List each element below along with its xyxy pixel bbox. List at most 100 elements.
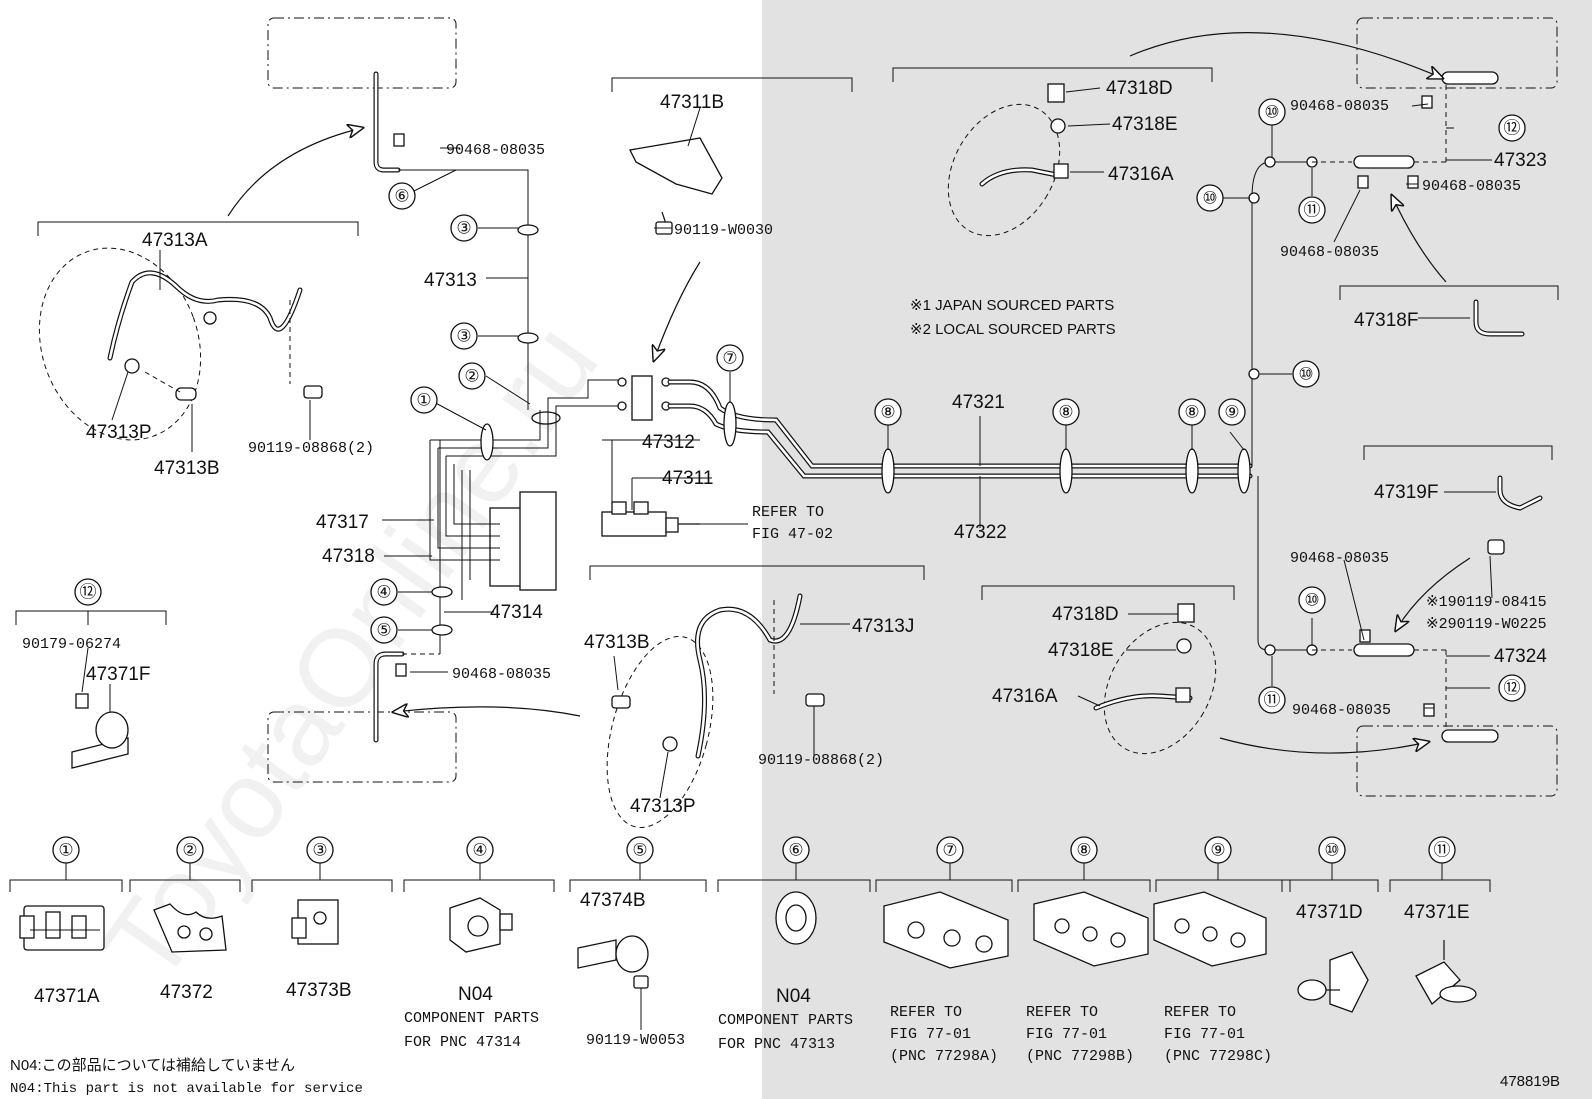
clamp-7-drawing: [883, 891, 1009, 969]
hose-47313J-sketch: [606, 593, 825, 828]
clamp-7-ref1: REFER TO: [890, 1004, 962, 1021]
label-47314: 47314: [490, 602, 543, 623]
ref-10a: ⑩: [1264, 103, 1279, 122]
clamp-1-ellipse: [480, 423, 494, 461]
frame-top-left: [267, 17, 457, 89]
clamp-2-number: ②: [182, 841, 197, 860]
label-47324: 47324: [1494, 646, 1547, 667]
label-90119-08868-left: 90119-08868(2): [248, 440, 374, 457]
label-90119-W0030: 90119-W0030: [674, 222, 773, 239]
clamp-8-ref1: REFER TO: [1026, 1004, 1098, 1021]
ref-12c: ⑫: [80, 583, 97, 602]
ref-7: ⑦: [722, 349, 737, 368]
label-47318: 47318: [322, 546, 375, 567]
label-47321: 47321: [952, 392, 1005, 413]
circle-refs: ⑥ ③ ③ ② ① ④ ⑤ ⑦ ⑧ ⑧ ⑧ ⑨ ⑩ ⑩ ⑪ ⑫ ⑩ ⑩ ⑪ ⑫ …: [74, 98, 1526, 714]
hose-47324: [1353, 643, 1415, 657]
clamp-4-drawing: [449, 897, 513, 953]
clamp-4-part: N04: [458, 984, 493, 1005]
clamp-4-note2: FOR PNC 47314: [404, 1034, 521, 1051]
clamp-7-number: ⑦: [942, 841, 957, 860]
label-47318D-top: 47318D: [1106, 78, 1173, 99]
clamp-8-ref2: FIG 77-01: [1026, 1026, 1107, 1043]
hose-47313A-sketch: [38, 247, 323, 441]
label-90468-b: 90468-08035: [452, 666, 551, 683]
hose-47316A-bottom-sketch: [1093, 603, 1217, 755]
clamp-9-ref2: FIG 77-01: [1164, 1026, 1245, 1043]
frame-bottom-right: [1356, 725, 1558, 797]
ref-11b: ⑪: [1264, 691, 1281, 710]
clamp-8-ref3: (PNC 77298B): [1026, 1048, 1134, 1065]
clamp-6-number: ⑥: [788, 841, 803, 860]
watermark: ToyotaOnline.ru: [79, 302, 622, 1004]
ref-10b: ⑩: [1202, 189, 1217, 208]
footer-note-en: N04:This part is not available for servi…: [10, 1081, 363, 1097]
clamp-2-part: 47372: [160, 982, 213, 1003]
clamp-9-ref1: REFER TO: [1164, 1004, 1236, 1021]
hose-47318F-sketch: [1473, 299, 1525, 337]
label-47313B-mid: 47313B: [584, 632, 650, 653]
ref-8a: ⑧: [880, 403, 895, 422]
clamp-8-drawing: [1033, 891, 1149, 967]
label-47313: 47313: [424, 270, 477, 291]
clamp-11-number: ⑪: [1434, 841, 1451, 860]
clamp-7-ref3: (PNC 77298A): [890, 1048, 998, 1065]
clamp-9-ref3: (PNC 77298C): [1164, 1048, 1272, 1065]
label-90468-a: 90468-08035: [446, 142, 545, 159]
hose-47319F-sketch: [1487, 475, 1543, 555]
clamp-3-number: ③: [312, 841, 327, 860]
bracket-47318F: [1339, 285, 1559, 300]
ref-11a: ⑪: [1304, 201, 1321, 220]
tube-47313-line: [398, 169, 529, 410]
clamp-catalog: ① 47371A ② 47372 ③ 47373B ④ N04 C: [9, 836, 1491, 1065]
clamp-1-drawing: [19, 905, 105, 951]
clip-47371F: [71, 693, 129, 769]
clamp-1-part: 47371A: [34, 986, 100, 1007]
label-47318F: 47318F: [1354, 310, 1418, 331]
label-90468-f: 90468-08035: [1290, 550, 1389, 567]
label-47313P-mid: 47313P: [630, 796, 696, 817]
bracket-47313J: [589, 565, 925, 580]
label-47313B-left: 47313B: [154, 458, 220, 479]
clamp-5-part: 47374B: [580, 890, 646, 911]
ref-3b: ③: [456, 327, 471, 346]
ref-2: ②: [464, 367, 479, 386]
clamp-10-number: ⑩: [1324, 841, 1339, 860]
label-90468-d: 90468-08035: [1422, 178, 1521, 195]
ref-10d: ⑩: [1304, 591, 1319, 610]
note-local-sourced: ※2 LOCAL SOURCED PARTS: [910, 321, 1116, 338]
label-47318E-top: 47318E: [1112, 114, 1178, 135]
label-47316A-top: 47316A: [1108, 164, 1174, 185]
part-labels: 47311B 90119-W0030 47313A 47313 90468-08…: [22, 78, 1547, 817]
label-90468-g: 90468-08035: [1292, 702, 1391, 719]
ref-12b: ⑫: [1504, 679, 1521, 698]
clamp-4-number: ④: [472, 841, 487, 860]
label-47322: 47322: [954, 522, 1007, 543]
clamp-11-drawing: [1415, 940, 1477, 1006]
label-47313P-left: 47313P: [86, 422, 152, 443]
clamp-6-note1: COMPONENT PARTS: [718, 1012, 853, 1029]
label-90119-08415: ※190119-08415: [1426, 594, 1547, 611]
clamp-6-grommet: [775, 891, 817, 945]
ref-8c: ⑧: [1184, 403, 1199, 422]
bracket-47318D-top: [892, 67, 1213, 82]
label-47317: 47317: [316, 512, 369, 533]
clamp-6-part: N04: [776, 986, 811, 1007]
clamp-7-ref2: FIG 77-01: [890, 1026, 971, 1043]
label-47311B: 47311B: [660, 92, 724, 113]
union-block: [617, 375, 671, 421]
label-47319F: 47319F: [1374, 482, 1438, 503]
bracket-47311B: [611, 77, 853, 92]
label-47312: 47312: [642, 432, 695, 453]
clamp-5-number: ⑤: [632, 841, 647, 860]
label-90119-08868-mid: 90119-08868(2): [758, 752, 884, 769]
clamp-5-drawing: [577, 935, 649, 1030]
ref-4: ④: [376, 583, 391, 602]
ref-8b: ⑧: [1058, 403, 1073, 422]
bracket-47313A: [37, 221, 359, 236]
clamp-10-drawing: [1297, 951, 1369, 1013]
label-47313A: 47313A: [142, 230, 208, 251]
clamp-10-part: 47371D: [1296, 902, 1363, 923]
ref-6: ⑥: [394, 187, 409, 206]
